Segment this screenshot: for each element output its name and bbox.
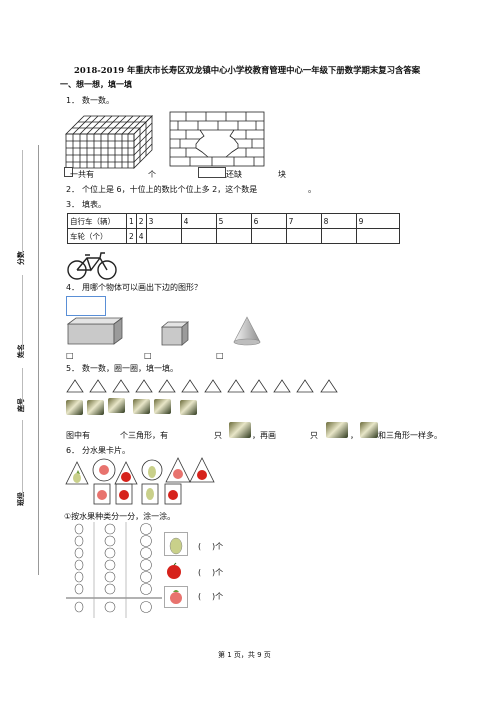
q4-choice-3[interactable]: □: [216, 351, 224, 360]
apple-count-unit[interactable]: )个: [212, 568, 224, 577]
q1-unit-label: 个: [148, 170, 156, 179]
table-cell: 8: [320, 213, 357, 229]
sidebar-id-blank[interactable]: [22, 368, 23, 406]
table-cell: 7: [285, 213, 322, 229]
sidebar-id-label: 座号: [17, 398, 25, 412]
q5-number: 5．: [66, 364, 80, 373]
q1-answer-box-1[interactable]: [64, 167, 73, 177]
q1-answer-box-2[interactable]: [198, 167, 226, 178]
cuboid-figure: [66, 317, 124, 345]
q2-end: 。: [308, 185, 316, 194]
table-cell-blank[interactable]: [145, 228, 182, 244]
q2-text: 个位上是 6，十位上的数比个位上多 2，这个数是: [82, 185, 258, 194]
table-row: 自行车（辆） 1 2 3 4 5 6 7 8 9: [67, 213, 400, 229]
rabbit-picture: [87, 400, 104, 415]
apple-paren: (: [198, 568, 202, 577]
q5-count-label: 图中有: [66, 431, 90, 440]
q1-block-label: 块: [278, 170, 286, 179]
q5-triangle-label: 个三角形，有: [120, 431, 168, 440]
table-cell: 6: [250, 213, 287, 229]
peach-paren: (: [198, 592, 202, 601]
table-row: 车轮（个） 2 4: [67, 228, 400, 244]
q5-comma: ，: [350, 431, 358, 440]
table-cell: 9: [355, 213, 400, 229]
q4-number: 4．: [66, 283, 80, 292]
rabbit-picture: [360, 422, 378, 438]
q6-text: 分水果卡片。: [82, 446, 130, 455]
page-title: 2018-2019 年重庆市长寿区双龙镇中心小学校教育管理中心一年级下册数学期末…: [74, 65, 421, 75]
q5-animal-unit: 只: [214, 431, 222, 440]
page-footer: 第 1 页，共 9 页: [218, 651, 271, 659]
q1-number: 1．: [66, 96, 80, 105]
section-heading: 一、想一想，填一填: [60, 80, 132, 89]
rabbit-picture: [229, 422, 251, 438]
table-cell: 4: [135, 228, 147, 244]
bike-wheel-table: 自行车（辆） 1 2 3 4 5 6 7 8 9 车轮（个） 2 4: [67, 213, 400, 244]
table-cell-blank[interactable]: [320, 228, 357, 244]
table-cell-blank[interactable]: [180, 228, 217, 244]
table-cell-blank[interactable]: [250, 228, 287, 244]
rabbit-picture: [66, 400, 83, 415]
fruit-coloring-grid: [66, 522, 162, 618]
sidebar-score-blank[interactable]: [22, 150, 23, 255]
rabbit-picture: [133, 399, 150, 414]
pear-card: [164, 532, 188, 556]
q1-total-label: 一共有: [70, 170, 94, 179]
table-cell: 2: [126, 228, 137, 244]
q5-draw-label: ，再画: [252, 431, 276, 440]
bicycle-icon: [67, 252, 117, 280]
peach-card: [164, 586, 188, 608]
table-cell: 3: [145, 213, 182, 229]
q5-draw-unit: 只: [310, 431, 318, 440]
table-cell: 4: [180, 213, 217, 229]
rabbit-picture: [108, 398, 125, 413]
rabbit-picture: [326, 422, 348, 438]
rabbit-picture: [180, 400, 197, 415]
sidebar-class-label: 班级: [17, 492, 25, 506]
sidebar-score-label: 分数: [17, 251, 25, 265]
q4-choice-1[interactable]: □: [66, 351, 74, 360]
q4-text: 用哪个物体可以画出下边的图形？: [82, 283, 202, 292]
rabbit-picture: [154, 399, 171, 414]
q2-number: 2．: [66, 185, 80, 194]
table-cell-blank[interactable]: [355, 228, 400, 244]
q1-missing-label: 还缺: [226, 170, 242, 179]
cone-figure: [233, 316, 261, 346]
pear-count-unit[interactable]: )个: [212, 542, 224, 551]
q6-subquestion-1: ①按水果种类分一分，涂一涂。: [64, 512, 176, 521]
table-cell-blank[interactable]: [285, 228, 322, 244]
brick-wall-figure: [169, 111, 265, 167]
q3-number: 3．: [66, 200, 80, 209]
row-label: 自行车（辆）: [67, 213, 127, 229]
q5-text: 数一数，圈一圈，填一填。: [82, 364, 178, 373]
cube-figure: [160, 321, 190, 346]
table-cell: 1: [126, 213, 137, 229]
sidebar-class-blank[interactable]: [22, 420, 23, 500]
q5-same-label: 和三角形一样多。: [378, 431, 442, 440]
apple-card: [164, 562, 184, 580]
peach-count-unit[interactable]: )个: [212, 592, 224, 601]
row-label: 车轮（个）: [67, 228, 127, 244]
binding-line: [38, 145, 39, 575]
q1-text: 数一数。: [82, 96, 114, 105]
table-cell: 2: [135, 213, 147, 229]
q3-text: 填表。: [82, 200, 106, 209]
triangles-row: [66, 379, 338, 393]
rectangle-target-shape: [66, 296, 106, 316]
table-cell-blank[interactable]: [215, 228, 252, 244]
cube-grid-figure: [65, 115, 153, 169]
pear-paren: (: [198, 542, 202, 551]
fruit-cards-figure: [65, 457, 215, 505]
table-cell: 5: [215, 213, 252, 229]
q4-choice-2[interactable]: □: [144, 351, 152, 360]
q6-number: 6．: [66, 446, 80, 455]
sidebar-name-blank[interactable]: [22, 275, 23, 350]
sidebar-name-label: 姓名: [17, 344, 25, 358]
